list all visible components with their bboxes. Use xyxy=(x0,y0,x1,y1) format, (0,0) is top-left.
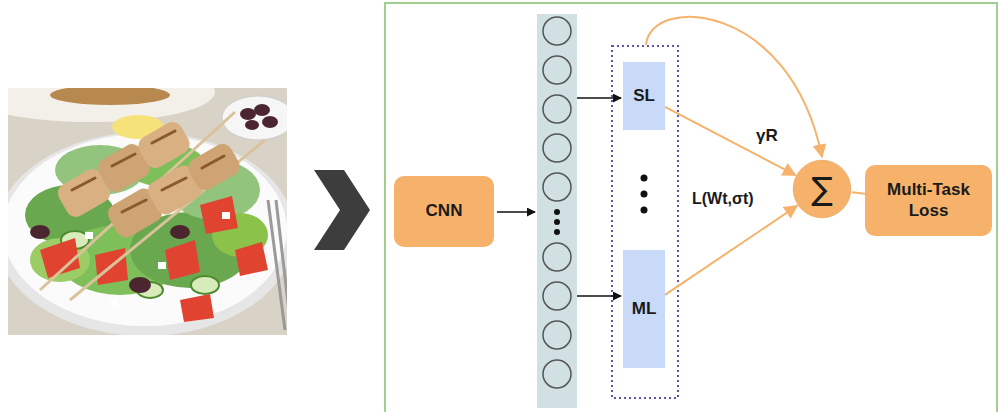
regularizer-label: γR xyxy=(754,126,780,146)
chevron-arrow xyxy=(314,170,370,250)
band-ellipsis xyxy=(554,209,560,235)
regularizer-curve xyxy=(646,17,822,157)
node-text: SL xyxy=(633,86,655,106)
olive-bowl xyxy=(222,96,287,140)
fork xyxy=(268,200,287,330)
feature-neurons xyxy=(543,17,571,388)
node-text: ∑ xyxy=(811,170,833,208)
bowl-olives xyxy=(240,104,278,130)
feature-arrow xyxy=(577,97,621,99)
grill-marks xyxy=(72,131,224,212)
loss-box: Multi-Task Loss xyxy=(865,165,992,236)
chicken-pieces xyxy=(54,118,243,241)
feature-arrow xyxy=(577,295,621,297)
cnn-box: CNN xyxy=(394,176,494,247)
feta xyxy=(85,212,230,307)
back-plate xyxy=(8,88,215,122)
back-food xyxy=(50,88,170,105)
task-group-outline xyxy=(612,46,678,398)
feature-band xyxy=(537,14,577,408)
feature-arrow xyxy=(497,211,535,213)
task-ellipsis xyxy=(641,175,648,214)
olives xyxy=(30,225,190,293)
skewers xyxy=(40,112,265,300)
sum-circle-shape xyxy=(793,160,851,218)
task-box: SL xyxy=(623,62,665,130)
loss-connector xyxy=(852,192,865,193)
panel-frame xyxy=(385,3,997,412)
task-box: ML xyxy=(623,250,665,368)
loss-connector xyxy=(665,206,797,295)
node-text: CNN xyxy=(426,201,463,221)
food-photo xyxy=(8,88,287,335)
sum-node: ∑ xyxy=(792,159,852,219)
loss-term-label: L(Wt,σt) xyxy=(690,190,756,208)
node-text: ML xyxy=(632,299,657,319)
node-text: Multi-Task Loss xyxy=(865,180,992,221)
loss-connector xyxy=(665,107,795,175)
